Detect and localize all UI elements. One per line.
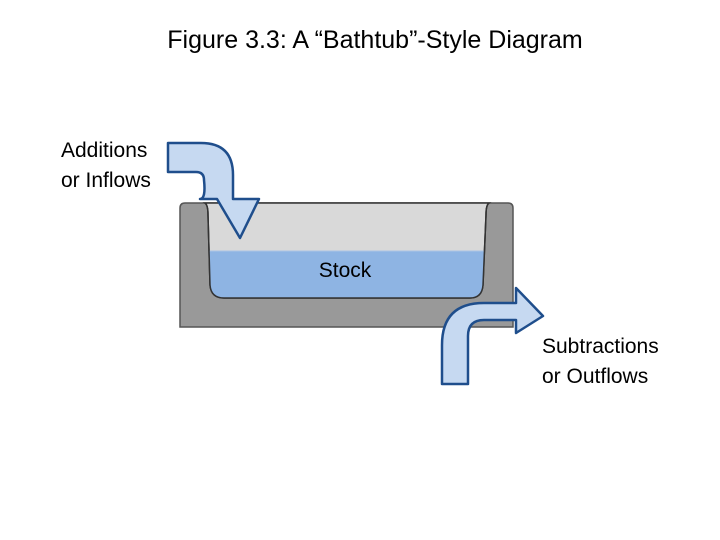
inflow-label-line1: Additions bbox=[61, 139, 148, 162]
stock-water bbox=[209, 251, 484, 298]
outflow-label-line2: or Outflows bbox=[542, 365, 649, 388]
figure-title: Figure 3.3: A “Bathtub”-Style Diagram bbox=[167, 26, 583, 54]
outflow-label-line1: Subtractions bbox=[542, 335, 659, 358]
inflow-label: Additions or Inflows bbox=[61, 136, 151, 196]
outflow-label: Subtractions or Outflows bbox=[542, 332, 659, 392]
inflow-arrow bbox=[166, 141, 261, 240]
tub-interior-outline bbox=[204, 202, 490, 299]
inflow-label-line2: or Inflows bbox=[61, 169, 151, 192]
outflow-arrow bbox=[440, 286, 545, 386]
stock-label: Stock bbox=[318, 259, 372, 282]
